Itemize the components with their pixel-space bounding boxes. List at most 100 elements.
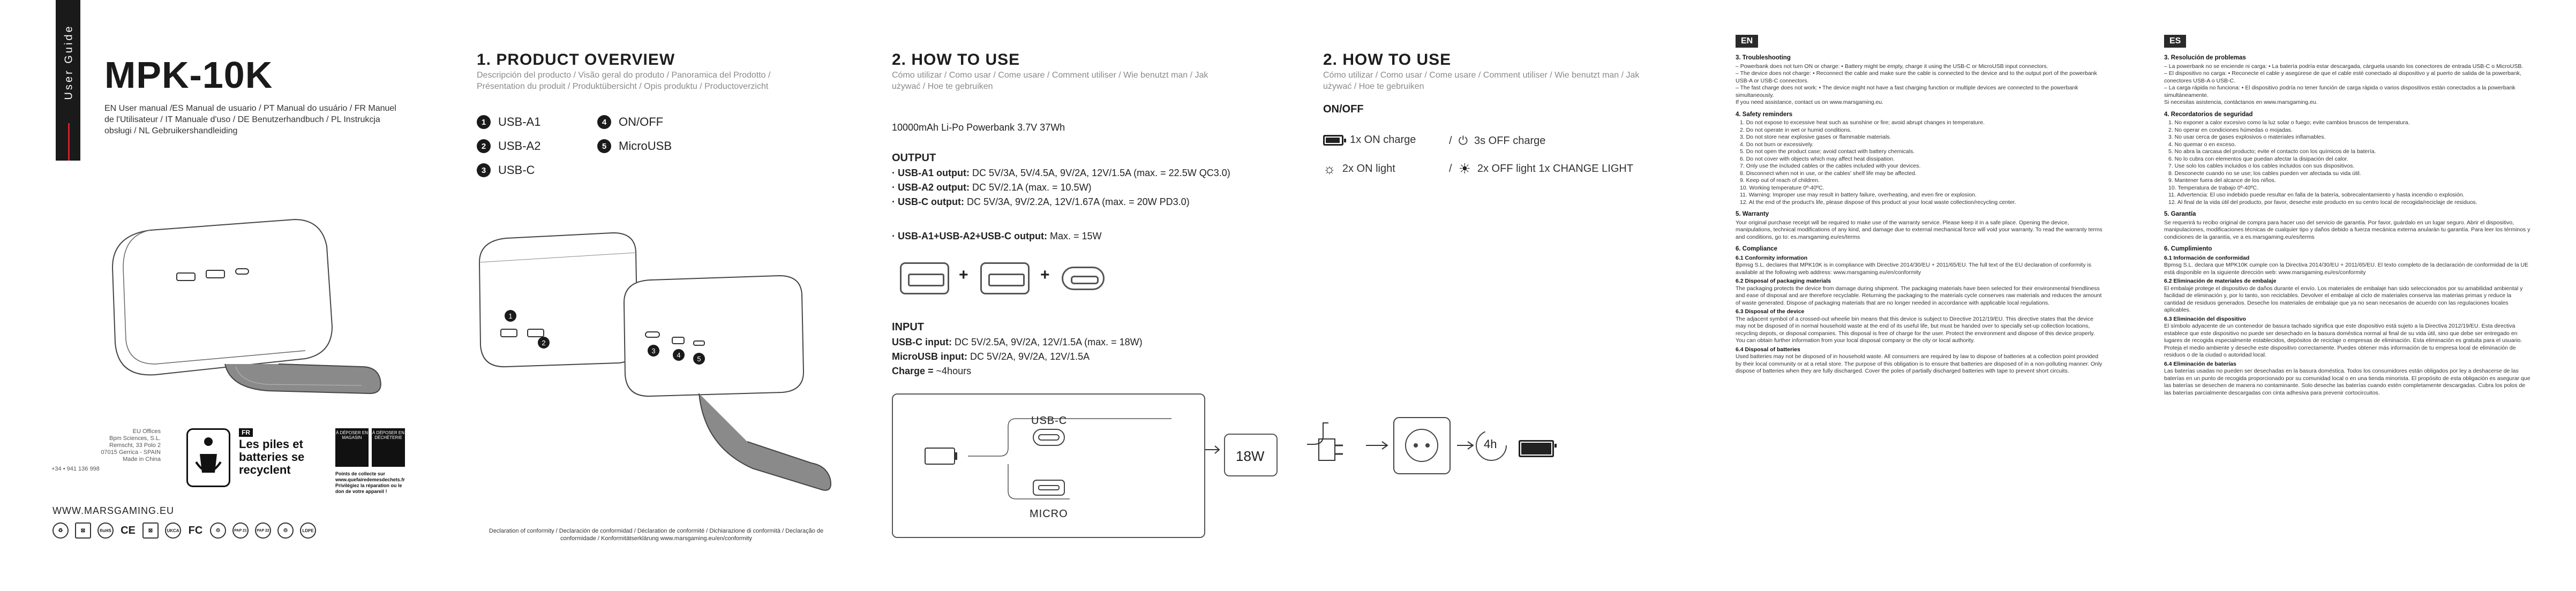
text-line: 3. No usar cerca de gases explosivos o m… <box>2168 134 2326 140</box>
charging-paths <box>925 418 1171 499</box>
drop-center: À DÉPOSER EN DÉCHÈTERIE <box>372 428 405 467</box>
off-light-label: 2x OFF light 1x CHANGE LIGHT <box>1477 163 1634 175</box>
input-row: USB-C input: DC 5V/2.5A, 9V/2A, 12V/1.5A… <box>892 335 1278 350</box>
text-line: Bpmsg S.L. declares that MPK10K is in co… <box>1736 262 2092 276</box>
certification-marks: ♻ ⊠ RoHS CE ⊠ UKCA FC ♲ PAP 21 PAP 22 ♲ … <box>52 522 316 539</box>
pap21-icon: PAP 21 <box>232 522 249 539</box>
maker-line: 07015 Gerrica - SPAIN <box>101 449 161 456</box>
recycle-arrows-icon: ♲ <box>277 522 294 539</box>
section-heading: 6. Compliance <box>1736 246 1777 252</box>
english-panel: EN 3. Troubleshooting – Powerbank does n… <box>1714 0 2143 591</box>
rohs-icon: RoHS <box>97 522 114 539</box>
output-heading: OUTPUT <box>892 152 936 164</box>
powerbank-side-illustration: 3 4 5 <box>623 275 831 491</box>
text-line: – The fast charge does not work: • The d… <box>1736 85 2078 98</box>
text-line: 1. Do not expose to excessive heat such … <box>1740 119 1985 126</box>
wall-plug-icon <box>1318 438 1343 461</box>
text-line: 5. Do not open the product case; avoid c… <box>1740 148 1915 155</box>
text-line: – La carga rápida no funciona: • El disp… <box>2164 85 2515 98</box>
svg-text:2: 2 <box>542 339 545 347</box>
output-value: DC 5V/2.1A (max. = 10.5W) <box>969 182 1092 193</box>
text-line: El embalaje protege el dispositivo de da… <box>2164 285 2523 314</box>
port-number: 3 <box>477 163 491 177</box>
input-label: Charge = <box>892 366 934 376</box>
text-line: 7. Only use the included cables or the c… <box>1740 163 1921 169</box>
svg-text:1: 1 <box>508 312 512 320</box>
port-label: USB-A1 <box>498 115 541 128</box>
text-line: 10. Working temperature 0º-40ºC. <box>1740 184 1824 191</box>
press-hold-icon: ⏻ <box>1458 134 1468 147</box>
output-row: · USB-C output: DC 5V/3A, 9V/2.2A, 12V/1… <box>892 195 1278 209</box>
on-charge-row: 1x ON charge <box>1323 134 1416 146</box>
subsection-heading: 6.2 Eliminación de materiales de embalaj… <box>2164 278 2277 284</box>
input-row: MicroUSB input: DC 5V/2A, 9V/2A, 12V/1.5… <box>892 350 1278 364</box>
text-line: Bpmsg S.L. declara que MPK10K cumple con… <box>2164 262 2529 276</box>
port-number: 5 <box>597 139 611 153</box>
port-number: 1 <box>477 115 491 129</box>
usb-c-label: USB-C <box>1031 415 1068 427</box>
powerbank-illustration <box>111 218 381 395</box>
maker-line: EU Offices <box>132 428 161 435</box>
output-list: · USB-A1 output: DC 5V/3A, 5V/4.5A, 9V/2… <box>892 166 1278 209</box>
howto-subtitle: Cómo utilizar / Como usar / Come usare /… <box>892 71 1208 91</box>
charging-diagram: USB-C MICRO <box>892 393 1205 538</box>
usb-c-port-icon <box>1062 267 1105 290</box>
section-heading: 4. Safety reminders <box>1736 111 1793 118</box>
recycle-figure-icon <box>195 437 222 473</box>
port-number: 4 <box>597 115 611 129</box>
battery-spec: 10000mAh Li-Po Powerbank 3.7V 37Wh <box>892 122 1065 133</box>
port-item: 5 MicroUSB <box>597 139 672 153</box>
output-row: · USB-A2 output: DC 5V/2.1A (max. = 10.5… <box>892 180 1278 195</box>
howto-onoff-panel: 2. HOW TO USE Cómo utilizar / Como usar … <box>1296 0 1714 591</box>
text-line: El símbolo adyacente de un contenedor de… <box>2164 323 2522 358</box>
text-line: 8. Disconnect when not in use, or the ca… <box>1740 170 1917 177</box>
on-light-label: 2x ON light <box>1342 163 1395 175</box>
output-label: · USB-C output: <box>892 196 964 207</box>
port-label: USB-C <box>498 163 535 177</box>
section-heading: 5. Garantía <box>2164 211 2196 217</box>
input-heading: INPUT <box>892 321 924 333</box>
input-value: ~4hours <box>933 366 972 376</box>
powerbank-front-illustration: 1 2 <box>478 232 639 368</box>
port-item: 3 USB-C <box>477 163 535 177</box>
section-heading: 5. Warranty <box>1736 211 1769 217</box>
output-label: · USB-A1 output: <box>892 168 970 178</box>
section-heading: 3. Resolución de problemas <box>2164 55 2246 61</box>
light-icon: ☼ <box>1323 161 1336 177</box>
website-url: WWW.MARSGAMING.EU <box>52 505 174 516</box>
full-battery-icon <box>1519 440 1557 457</box>
arrow-right-icon <box>1205 445 1220 454</box>
on-light-row: ☼ 2x ON light <box>1323 161 1395 177</box>
svg-text:5: 5 <box>697 355 701 363</box>
text-line: – Powerbank does not turn ON or charge: … <box>1736 63 2048 70</box>
output-value: DC 5V/3A, 5V/4.5A, 9V/2A, 12V/1.5A (max.… <box>969 168 1230 178</box>
text-line: Las baterías usadas no pueden ser desech… <box>2164 368 2530 396</box>
text-line: If you need assistance, contact us on ww… <box>1736 99 1884 105</box>
ukca-icon: UKCA <box>165 522 181 539</box>
text-line: 5. No abra la carcasa del producto; evit… <box>2168 148 2376 155</box>
text-line: 2. Do not operate in wet or humid condit… <box>1740 126 1852 133</box>
recycle-note: Points de collecte sur www.quefairedemes… <box>335 471 405 494</box>
battery-icon <box>1323 134 1346 146</box>
manufacturer-info: EU Offices Bpm Sciences, S.L. Remscht, 3… <box>27 428 161 463</box>
maker-line: Made in China <box>123 456 161 463</box>
output-value: DC 5V/3A, 9V/2.2A, 12V/1.67A (max. = 20W… <box>964 196 1190 207</box>
text-line: 3. Do not store near explosive gases or … <box>1740 134 1891 140</box>
input-list: USB-C input: DC 5V/2.5A, 9V/2A, 12V/1.5A… <box>892 335 1278 378</box>
port-label: MicroUSB <box>619 139 672 153</box>
text-line: Se requerirá tu recibo original de compr… <box>2164 219 2530 240</box>
input-label: MicroUSB input: <box>892 351 967 362</box>
port-label: USB-A2 <box>498 139 541 153</box>
text-line: 2. No operar en condiciones húmedas o mo… <box>2168 126 2293 133</box>
subsection-heading: 6.2 Disposal of packaging materials <box>1736 278 1831 284</box>
spanish-text: 3. Resolución de problemas – La powerban… <box>2164 55 2534 397</box>
es-badge: ES <box>2164 35 2187 48</box>
conformity-declaration: Declaration of conformity / Declaración … <box>489 528 824 542</box>
wall-charge-flow <box>1307 417 1507 474</box>
input-value: DC 5V/2.5A, 9V/2A, 12V/1.5A (max. = 18W) <box>951 337 1143 347</box>
section-heading: 4. Recordatorios de seguridad <box>2164 111 2253 118</box>
english-text: 3. Troubleshooting – Powerbank does not … <box>1736 55 2105 375</box>
text-line: 6. Do not cover with objects which may a… <box>1740 155 1895 162</box>
